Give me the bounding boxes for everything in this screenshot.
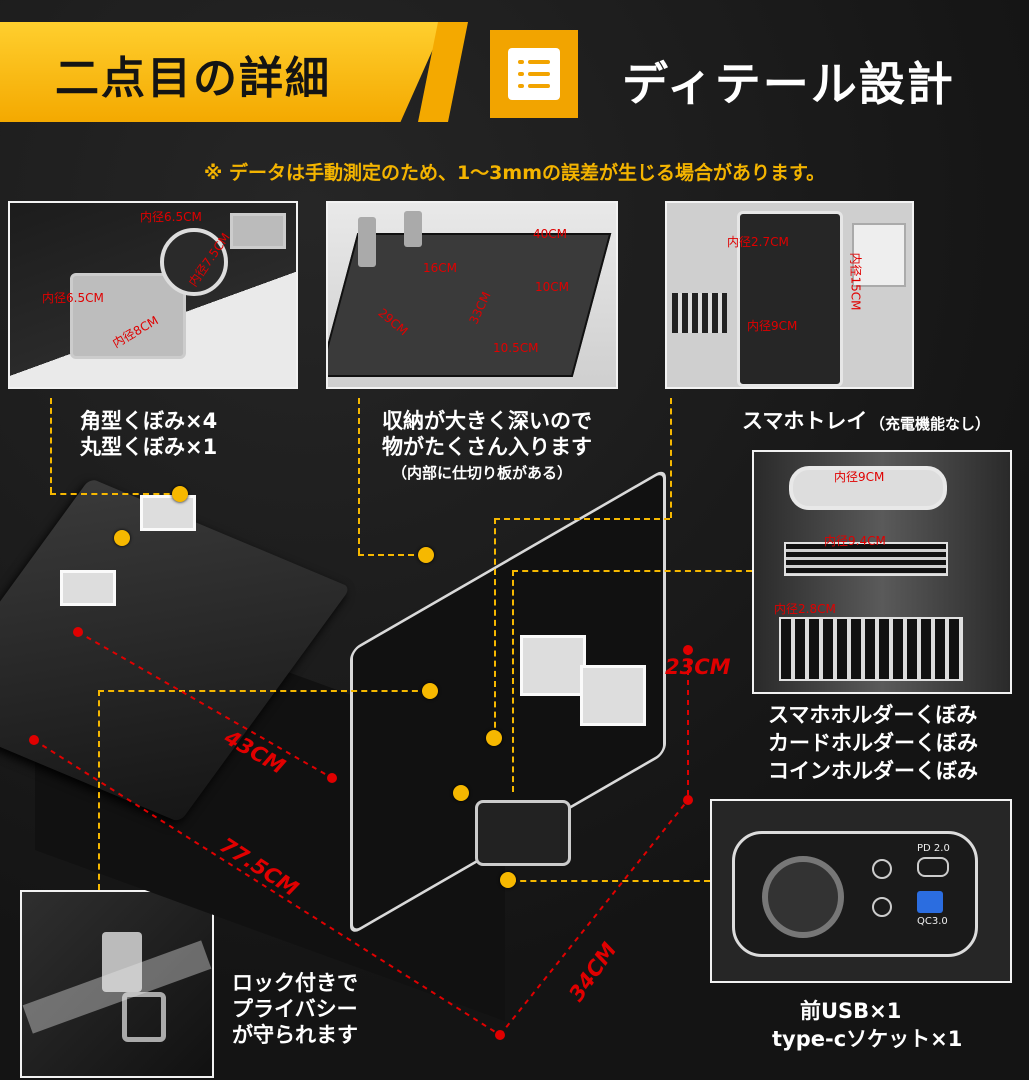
header-banner bbox=[0, 12, 470, 132]
dim-label: 10CM bbox=[535, 280, 570, 294]
dim-label: 内径9.4CM bbox=[824, 534, 886, 548]
caption-storage-3: （内部に仕切り板がある） bbox=[392, 464, 573, 482]
usb-label: QC3.0 bbox=[917, 916, 948, 927]
caption-lock-3: が守られます bbox=[232, 1023, 358, 1047]
storage-photo: 40CM 16CM 10CM 29CM 33CM 10.5CM bbox=[326, 201, 618, 389]
usb-label: PD 2.0 bbox=[917, 843, 950, 854]
page-subtitle: ディテール設計 bbox=[622, 57, 955, 111]
caption-cups-1: 角型くぼみ×4 bbox=[80, 409, 218, 433]
usb-panel bbox=[475, 800, 571, 866]
caption-tray-2: （充電機能なし） bbox=[870, 415, 991, 433]
caption-holders-2: カードホルダーくぼみ bbox=[768, 731, 978, 755]
caption-cups-2: 丸型くぼみ×1 bbox=[80, 435, 218, 459]
cup-square bbox=[580, 665, 646, 726]
page-title: 二点目の詳細 bbox=[55, 53, 331, 104]
cup-square bbox=[140, 495, 196, 531]
power-icon bbox=[872, 897, 892, 917]
holders-photo: 内径9CM 内径9.4CM 内径2.8CM bbox=[752, 450, 1012, 694]
dim-label: 内径6.5CM bbox=[140, 210, 202, 224]
caption-usb-1: 前USB×1 bbox=[800, 999, 902, 1023]
dim-label: 内径9CM bbox=[747, 319, 798, 333]
dim-label: 40CM bbox=[533, 227, 568, 241]
cup-square bbox=[60, 570, 116, 606]
caption-holders-1: スマホホルダーくぼみ bbox=[768, 703, 978, 727]
dim-height: 23CM bbox=[665, 655, 731, 679]
dim-label: 内径2.7CM bbox=[727, 235, 789, 249]
phone-tray-photo: 内径2.7CM 内径15CM 内径9CM bbox=[665, 201, 914, 389]
caption-storage-1: 収納が大きく深いので bbox=[382, 409, 592, 433]
caption-storage-2: 物がたくさん入ります bbox=[382, 435, 592, 459]
dim-label: 内径9CM bbox=[834, 470, 885, 484]
caption-usb-2: type-cソケット×1 bbox=[772, 1027, 963, 1051]
usb-photo: PD 2.0 QC3.0 bbox=[710, 799, 1012, 983]
dim-label: 内径2.8CM bbox=[774, 602, 836, 616]
dim-label: 10.5CM bbox=[493, 341, 539, 355]
light-icon bbox=[872, 859, 892, 879]
caption-lock-1: ロック付きで bbox=[232, 971, 358, 995]
dim-label: 内径6.5CM bbox=[42, 291, 104, 305]
cup-holder-photo: 内径6.5CM 内径7.5CM 内径6.5CM 内径8CM bbox=[8, 201, 298, 389]
measurement-note: ※ データは手動測定のため、1〜3mmの誤差が生じる場合があります。 bbox=[203, 162, 826, 184]
caption-holders-3: コインホルダーくぼみ bbox=[768, 759, 978, 783]
dim-label: 16CM bbox=[423, 261, 458, 275]
lock-photo bbox=[20, 890, 214, 1078]
caption-tray-1: スマホトレイ bbox=[742, 409, 868, 433]
list-icon bbox=[490, 30, 578, 118]
caption-lock-2: プライバシー bbox=[232, 997, 358, 1021]
